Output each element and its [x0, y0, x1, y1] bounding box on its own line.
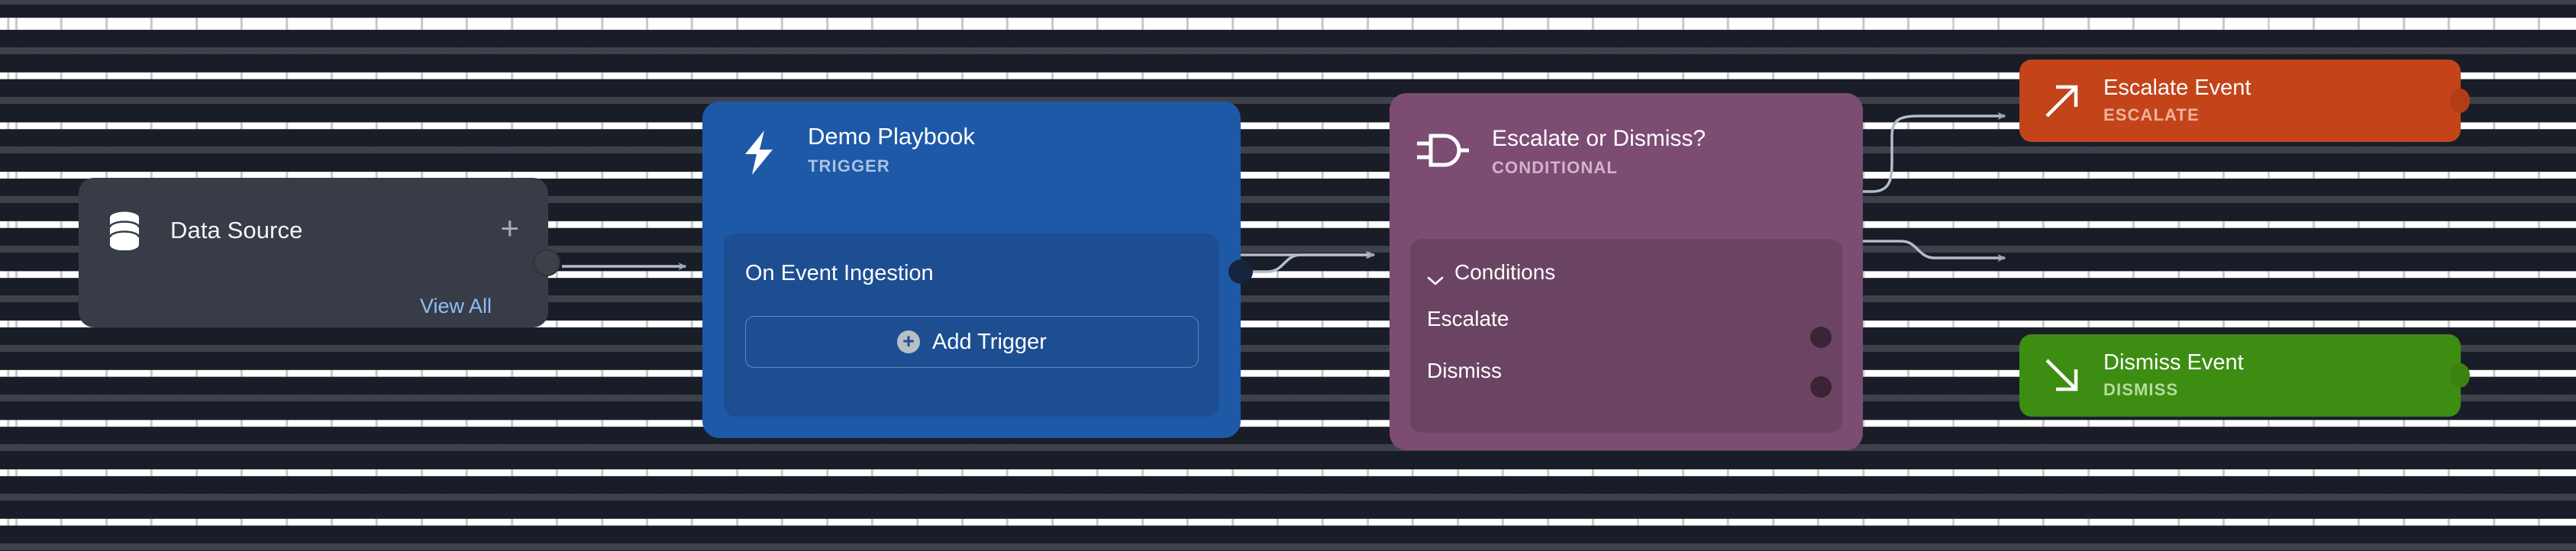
arrow-down-right-icon: [2044, 357, 2080, 394]
dismiss-title: Dismiss Event: [2103, 350, 2244, 375]
playbook-output-port[interactable]: [1228, 259, 1253, 284]
data-source-output-port[interactable]: [533, 249, 560, 276]
playbook-subtitle: TRIGGER: [808, 156, 890, 176]
lightning-bolt-icon: [739, 129, 779, 176]
dismiss-title-group: Dismiss Event DISMISS: [2103, 350, 2244, 400]
playbook-title: Demo Playbook: [808, 123, 975, 150]
edge-dismiss: [1848, 240, 2006, 262]
conditions-toggle[interactable]: Conditions: [1410, 239, 1842, 285]
node-escalate-event[interactable]: Escalate Event ESCALATE: [2019, 60, 2470, 142]
playbook-title-group: Demo Playbook TRIGGER: [808, 124, 975, 176]
escalate-title-group: Escalate Event ESCALATE: [2103, 76, 2251, 125]
escalate-event-output-port[interactable]: [2450, 89, 2470, 113]
add-trigger-button[interactable]: + Add Trigger: [745, 316, 1199, 368]
logic-gate-icon: [1414, 130, 1470, 171]
add-trigger-label: Add Trigger: [932, 329, 1047, 354]
conditional-title: Escalate or Dismiss?: [1492, 126, 1706, 151]
chevron-down-icon: [1427, 267, 1444, 285]
playbook-trigger-panel: On Event Ingestion + Add Trigger: [724, 234, 1219, 417]
arrow-up-right-icon: [2044, 82, 2080, 119]
playbook-header: Demo Playbook TRIGGER: [702, 102, 1241, 176]
dismiss-event-output-port[interactable]: [2450, 363, 2470, 388]
node-dismiss-event[interactable]: Dismiss Event DISMISS: [2019, 334, 2470, 417]
data-source-header: Data Source +: [79, 178, 548, 283]
add-data-source-button[interactable]: +: [500, 210, 519, 246]
escalate-output-port[interactable]: [1810, 327, 1832, 348]
node-demo-playbook[interactable]: Demo Playbook TRIGGER On Event Ingestion…: [702, 102, 1253, 438]
escalate-title: Escalate Event: [2103, 75, 2252, 100]
conditions-panel: Conditions Escalate Dismiss: [1410, 239, 1842, 433]
edge-playbook-to-conditional-path: [1243, 251, 1376, 273]
edge-escalate: [1848, 112, 2006, 193]
trigger-row-on-event-ingestion[interactable]: On Event Ingestion: [745, 261, 934, 285]
plus-circle-icon: +: [897, 330, 921, 353]
branch-dismiss[interactable]: Dismiss: [1427, 359, 1502, 382]
node-data-source[interactable]: Data Source + View All: [79, 178, 560, 328]
conditional-subtitle: CONDITIONAL: [1492, 157, 1618, 177]
branch-escalate[interactable]: Escalate: [1427, 307, 1509, 330]
database-icon: [108, 211, 146, 251]
view-all-link[interactable]: View All: [419, 294, 492, 317]
escalate-subtitle: ESCALATE: [2103, 105, 2200, 125]
dismiss-output-port[interactable]: [1810, 376, 1832, 398]
conditional-title-group: Escalate or Dismiss? CONDITIONAL: [1492, 127, 1706, 178]
conditions-label: Conditions: [1454, 260, 1556, 284]
data-source-title: Data Source: [170, 217, 303, 243]
conditional-header: Escalate or Dismiss? CONDITIONAL: [1390, 93, 1863, 178]
node-escalate-or-dismiss[interactable]: Escalate or Dismiss? CONDITIONAL Conditi…: [1390, 93, 1863, 450]
data-source-footer: View All: [79, 283, 548, 328]
dismiss-subtitle: DISMISS: [2103, 380, 2179, 400]
